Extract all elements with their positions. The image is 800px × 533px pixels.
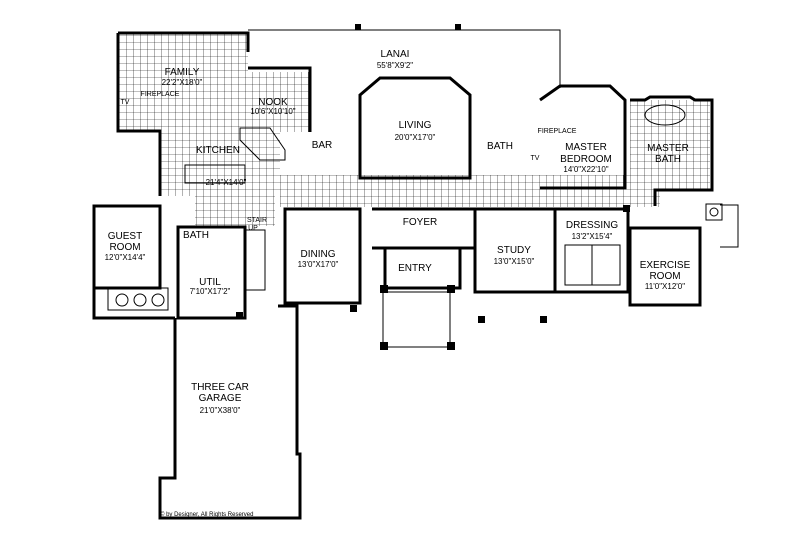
nook-label: NOOK bbox=[258, 97, 288, 108]
master-small-bath-label: BATH bbox=[487, 141, 513, 152]
living-dim: 20'0"X17'0" bbox=[395, 133, 436, 142]
tiled-floor bbox=[118, 33, 710, 226]
guest-room-label-1: GUEST bbox=[108, 231, 142, 242]
fireplace-master-label: FIREPLACE bbox=[538, 128, 577, 135]
study-dim: 13'0"X15'0" bbox=[494, 257, 535, 266]
living-label: LIVING bbox=[399, 120, 432, 131]
master-bath-label-2: BATH bbox=[655, 154, 681, 165]
bar-label: BAR bbox=[312, 140, 333, 151]
family-dim: 22'2"X18'0" bbox=[162, 78, 203, 87]
master-bedroom-label-2: BEDROOM bbox=[560, 154, 612, 165]
fixtures bbox=[107, 104, 723, 311]
copyright: © by Designer, All Rights Reserved bbox=[160, 511, 253, 518]
guest-room-label-2: ROOM bbox=[109, 242, 140, 253]
entry-label: ENTRY bbox=[398, 263, 432, 274]
garage-label-2: GARAGE bbox=[199, 393, 242, 404]
master-bedroom-label-1: MASTER bbox=[565, 142, 607, 153]
tv-master-label: TV bbox=[531, 155, 540, 162]
family-label: FAMILY bbox=[165, 67, 200, 78]
master-bedroom-dim: 14'0"X22'10" bbox=[563, 165, 608, 174]
util-dim: 7'10"X17'2" bbox=[190, 287, 231, 296]
master-bath-label-1: MASTER bbox=[647, 143, 689, 154]
util-label: UTIL bbox=[199, 277, 221, 288]
exercise-label-1: EXERCISE bbox=[640, 260, 691, 271]
exercise-dim: 11'0"X12'0" bbox=[645, 282, 685, 291]
up-label: UP bbox=[248, 225, 258, 232]
garage-label-1: THREE CAR bbox=[191, 382, 249, 393]
tv-family-label: TV bbox=[121, 99, 130, 106]
walls bbox=[92, 29, 739, 520]
study-label: STUDY bbox=[497, 245, 531, 256]
foyer-label: FOYER bbox=[403, 217, 437, 228]
exercise-label-2: ROOM bbox=[649, 271, 680, 282]
dining-dim: 13'0"X17'0" bbox=[298, 260, 339, 269]
room-labels: LANAI 55'8"X9'2" FAMILY 22'2"X18'0" NOOK… bbox=[105, 49, 691, 415]
columns bbox=[236, 24, 630, 350]
guest-bath-label: BATH bbox=[183, 230, 209, 241]
dressing-dim: 13'2"X15'4" bbox=[572, 232, 613, 241]
garage-dim: 21'0"X38'0" bbox=[200, 406, 241, 415]
lanai-label: LANAI bbox=[381, 49, 410, 60]
stair-label: STAIR bbox=[247, 217, 267, 224]
fixture-labels: FIREPLACE TV FIREPLACE TV STAIR UP bbox=[121, 91, 577, 232]
dressing-label: DRESSING bbox=[566, 220, 618, 231]
kitchen-label: KITCHEN bbox=[196, 145, 240, 156]
dining-label: DINING bbox=[301, 249, 336, 260]
lanai-dim: 55'8"X9'2" bbox=[377, 61, 413, 70]
kitchen-dim: 21'4"X14'0" bbox=[206, 178, 247, 187]
nook-dim: 10'6"X10'10" bbox=[250, 107, 295, 116]
fireplace-family-label: FIREPLACE bbox=[141, 91, 180, 98]
guest-room-dim: 12'0"X14'4" bbox=[105, 253, 146, 262]
